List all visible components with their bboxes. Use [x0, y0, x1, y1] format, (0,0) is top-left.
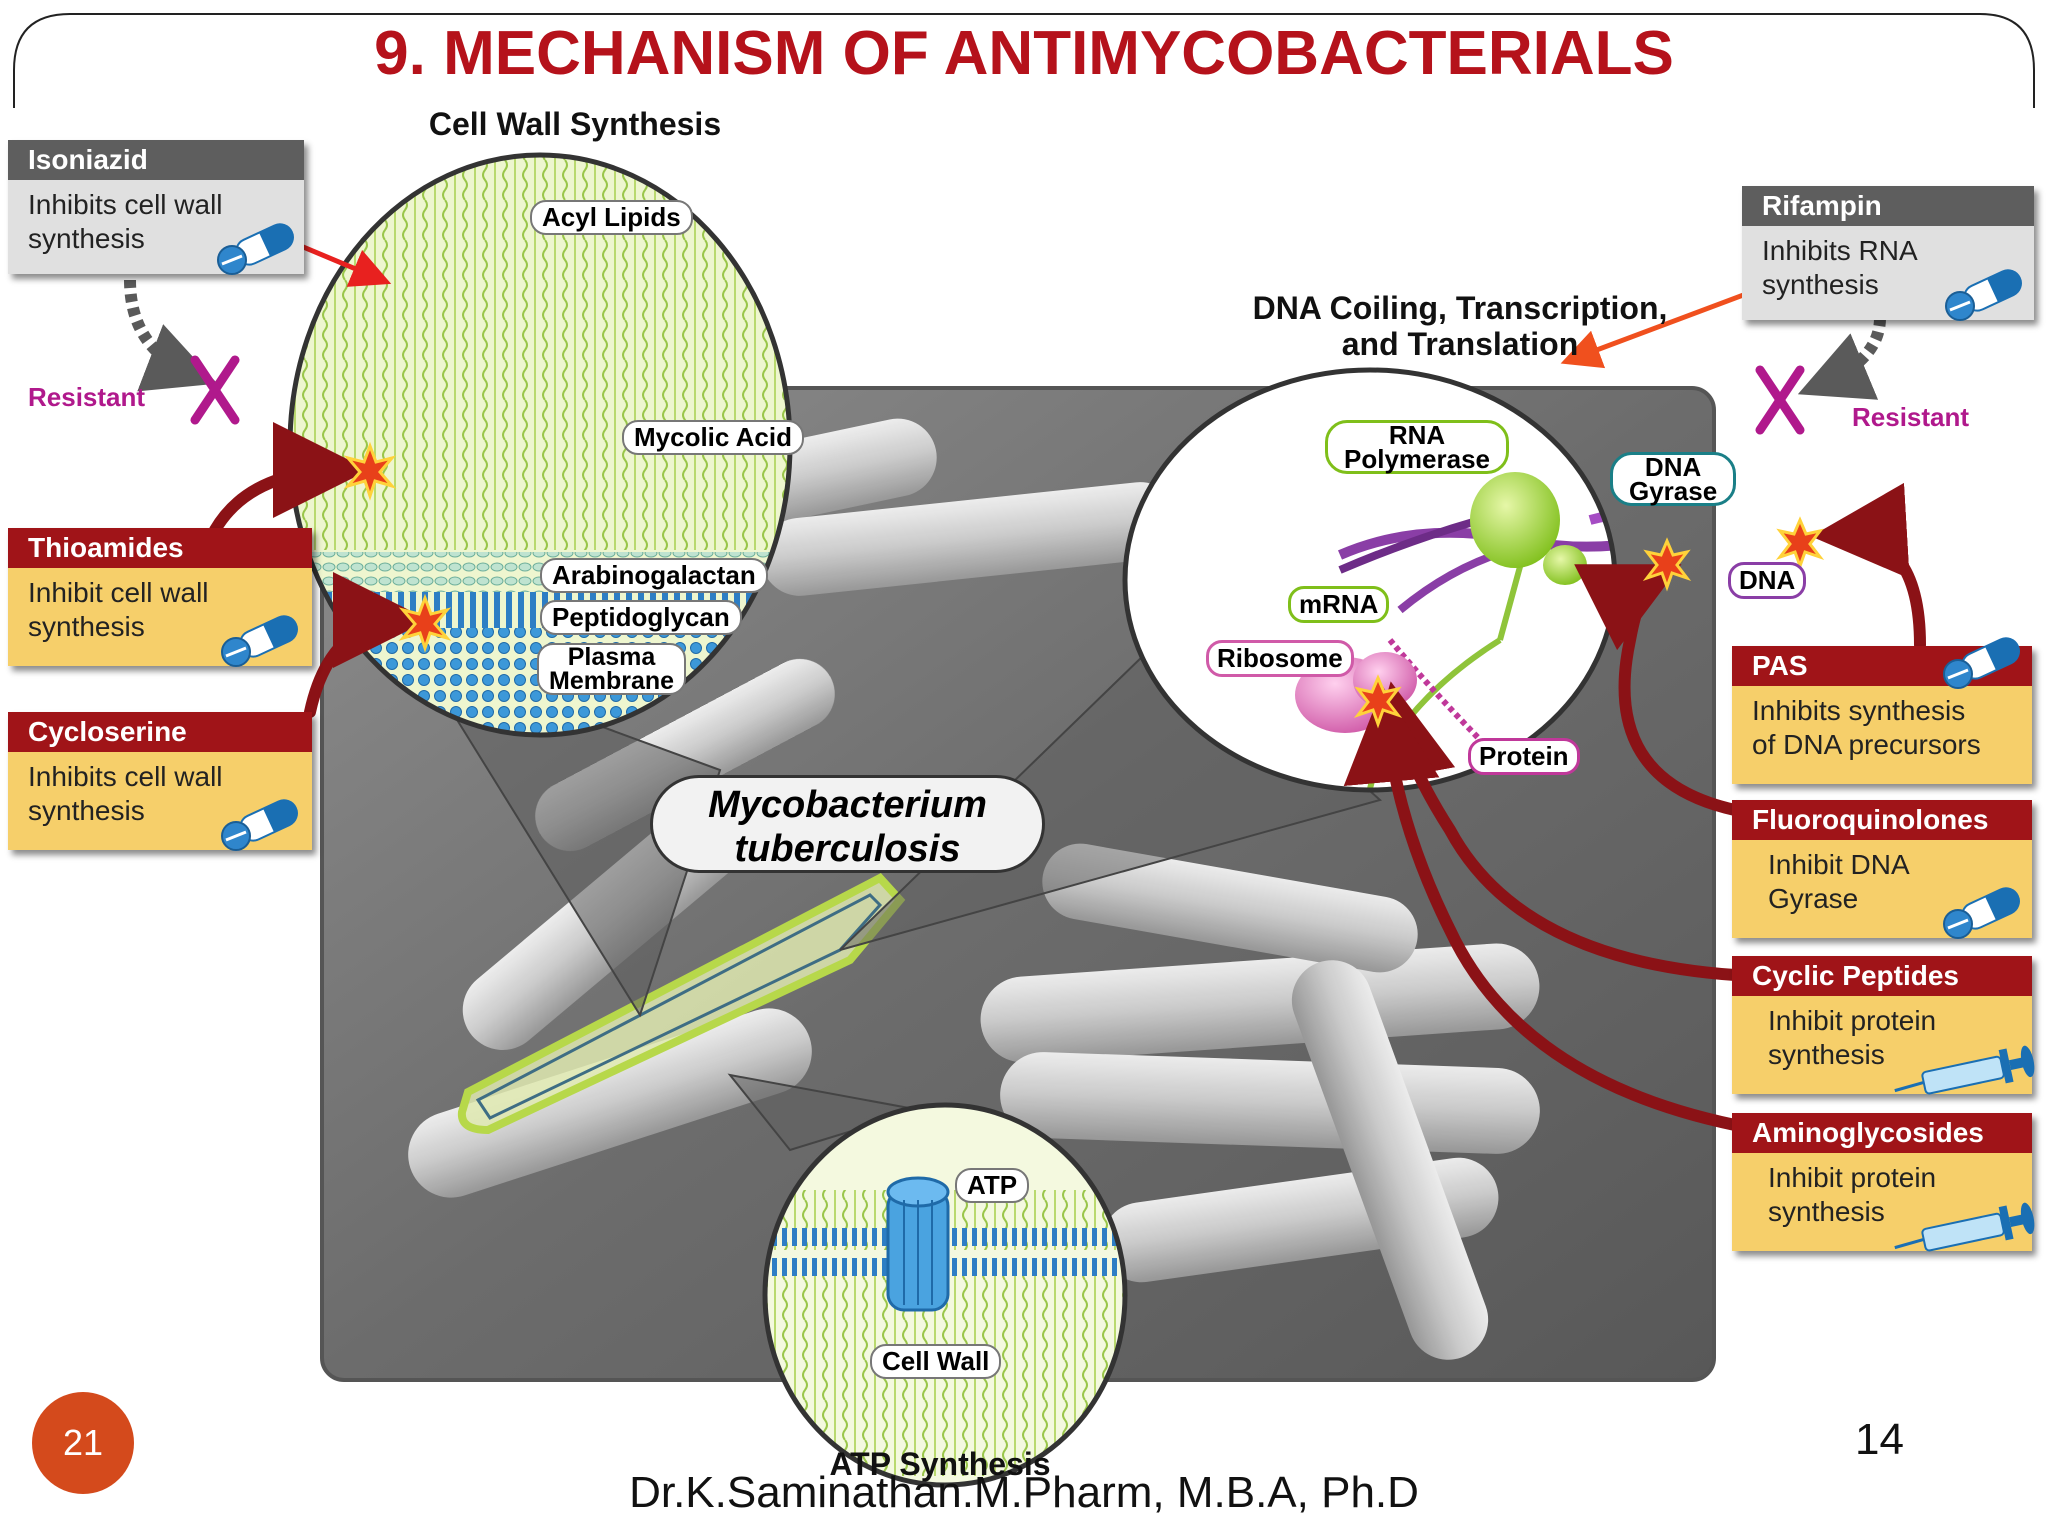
- drug-action-line: Inhibits cell wall: [28, 189, 223, 220]
- drug-action-line: Inhibit DNA: [1768, 849, 1910, 880]
- arabinogalactan-label: Arabinogalactan: [540, 558, 768, 593]
- mycolic-acid-label: Mycolic Acid: [622, 420, 804, 455]
- capsule-pills-icon: [221, 615, 298, 667]
- drug-action-line: Inhibit protein: [1768, 1162, 1937, 1193]
- dna-gyrase-label: DNA Gyrase: [1610, 452, 1737, 506]
- drug-action-line: synthesis: [28, 795, 145, 826]
- drug-name: Cyclic Peptides: [1732, 956, 2032, 996]
- syringe-icon: [1894, 1202, 2035, 1252]
- dna-label: DNA: [1728, 562, 1807, 599]
- resistant-label-left: Resistant: [28, 382, 146, 412]
- drug-name: Cycloserine: [8, 712, 312, 752]
- organism-line1: Mycobacterium: [708, 784, 987, 826]
- inhibit-arrow-thioamides: [209, 422, 369, 536]
- starburst-icon: [398, 593, 452, 653]
- author-footer: Dr.K.Saminathan.M.Pharm, M.B.A, Ph.D: [629, 1468, 1419, 1517]
- resistant-label-right: Resistant: [1852, 402, 1970, 432]
- slide-number-badge: 21: [32, 1392, 134, 1494]
- capsule-pills-icon: [1943, 887, 2020, 939]
- slide-title: 9. MECHANISM OF ANTIMYCOBACTERIALS: [374, 19, 1674, 88]
- drug-name: Isoniazid: [8, 140, 304, 180]
- drug-box-rifampin: Rifampin Inhibits RNA synthesis: [1742, 186, 2034, 321]
- inhibit-arrow-fluoroquinolones: [1574, 564, 1741, 816]
- drug-name: Fluoroquinolones: [1732, 800, 2032, 840]
- capsule-pills-icon: [217, 223, 294, 275]
- atp-zoom-circle: [762, 1102, 1128, 1488]
- drug-action-line: synthesis: [1762, 269, 1879, 300]
- inhibit-arrow-pas: [1811, 482, 1926, 651]
- drug-action-line: synthesis: [28, 223, 145, 254]
- x-cross-icon: [190, 355, 240, 425]
- slide-frame: [13, 13, 2035, 108]
- drug-box-cyclic-peptides: Cyclic Peptides Inhibit protein synthesi…: [1732, 956, 2035, 1095]
- plasma-membrane-label: Plasma Membrane: [537, 643, 687, 695]
- starburst-icon: [1642, 537, 1692, 592]
- drug-action-line: of DNA precursors: [1752, 729, 1981, 760]
- drug-action-line: Inhibit protein: [1768, 1005, 1937, 1036]
- drug-action-line: synthesis: [28, 611, 145, 642]
- drug-action-line: synthesis: [1768, 1039, 1885, 1070]
- atp-label: ATP: [955, 1168, 1030, 1203]
- drug-action-line: synthesis: [1768, 1196, 1885, 1227]
- starburst-icon: [343, 441, 397, 501]
- acyl-lipids-label: Acyl Lipids: [530, 200, 693, 235]
- protein-label: Protein: [1468, 738, 1580, 775]
- drug-box-fluoroquinolones: Fluoroquinolones Inhibit DNA Gyrase: [1732, 800, 2032, 939]
- organism-label: Mycobacterium tuberculosis: [650, 775, 1045, 873]
- drug-name: Aminoglycosides: [1732, 1113, 2032, 1153]
- cell-wall-synthesis-title: Cell Wall Synthesis: [428, 106, 722, 142]
- inhibit-arrow-cycloserine: [304, 572, 429, 718]
- drug-name: Thioamides: [8, 528, 312, 568]
- capsule-pills-icon: [1943, 637, 2020, 689]
- x-cross-icon: [1755, 365, 1805, 435]
- peptidoglycan-label: Peptidoglycan: [540, 600, 742, 635]
- drug-action-line: Inhibits RNA: [1762, 235, 1918, 266]
- page-number: 14: [1855, 1415, 1904, 1464]
- drug-box-thioamides: Thioamides Inhibit cell wall synthesis: [8, 528, 312, 667]
- dna-title-line1: DNA Coiling, Transcription,: [1252, 290, 1668, 326]
- atp-synthesis-title: ATP Synthesis: [829, 1446, 1051, 1482]
- dna-zoom-circle: [1122, 367, 1618, 793]
- resistance-arrow-rifampin: [1797, 317, 1886, 400]
- drug-action-line: Inhibits cell wall: [28, 761, 223, 792]
- organism-line2: tuberculosis: [734, 828, 961, 870]
- drug-box-isoniazid: Isoniazid Inhibits cell wall synthesis: [8, 140, 304, 275]
- atp-cell-wall-label: Cell Wall: [870, 1344, 1002, 1379]
- capsule-pills-icon: [221, 799, 298, 851]
- drug-action-line: Inhibit cell wall: [28, 577, 209, 608]
- syringe-icon: [1894, 1045, 2035, 1095]
- inhibit-arrow-aminoglycosides: [1343, 686, 1741, 1131]
- drug-name: Rifampin: [1742, 186, 2034, 226]
- ribosome-label: Ribosome: [1206, 640, 1354, 677]
- drug-box-aminoglycosides: Aminoglycosides Inhibit protein synthesi…: [1732, 1113, 2035, 1252]
- dna-title-line2: and Translation: [1341, 326, 1579, 362]
- rna-polymerase-label: RNA Polymerase: [1325, 420, 1509, 474]
- drug-action-line: Gyrase: [1768, 883, 1859, 914]
- starburst-icon: [1775, 516, 1825, 571]
- mrna-label: mRNA: [1288, 586, 1390, 623]
- drug-box-cycloserine: Cycloserine Inhibits cell wall synthesis: [8, 712, 312, 851]
- drug-action-line: Inhibits synthesis: [1752, 695, 1966, 726]
- capsule-pills-icon: [1945, 269, 2022, 321]
- resistance-arrow-isoniazid: [124, 279, 218, 392]
- starburst-icon: [1353, 674, 1403, 729]
- drug-box-pas: PAS Inhibits synthesis of DNA precursors: [1732, 637, 2032, 784]
